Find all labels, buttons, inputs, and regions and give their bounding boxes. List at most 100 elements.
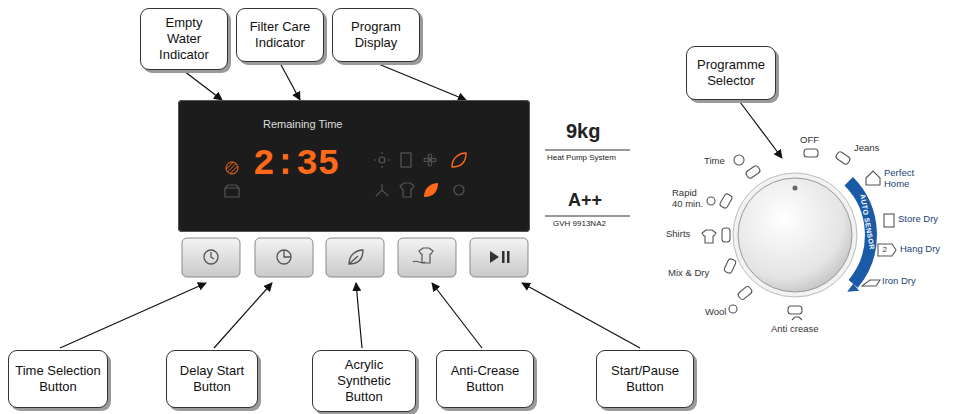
callout-label: Program Display [339, 19, 413, 51]
leaf-symbol [349, 250, 363, 264]
sensor-icon [454, 185, 464, 195]
delay-hands [284, 250, 291, 257]
arc-tip [847, 284, 859, 292]
programme-dial [733, 173, 871, 297]
callout-box: Programme Selector [686, 46, 776, 100]
off-icon [804, 149, 818, 157]
leader-lines [60, 102, 782, 348]
rapid-clock [707, 197, 715, 205]
dial-knob [738, 178, 852, 292]
callout-box: Start/Pause Button [596, 350, 694, 408]
pause-bar [502, 251, 505, 263]
text-label: 2 [883, 245, 887, 254]
time-icon [745, 165, 761, 180]
home-icon [866, 171, 880, 185]
text-label: Anti crease [771, 324, 819, 335]
callout-label: Time Selection Button [15, 363, 101, 395]
shirts-icon [722, 228, 730, 242]
text-label: Heat Pump System [547, 153, 616, 162]
callout-box: Anti-Crease Button [436, 350, 534, 408]
callout-box: Time Selection Button [8, 350, 108, 408]
separator-line [545, 150, 630, 151]
callout-label: Start/Pause Button [603, 363, 687, 395]
leaf-outline-icon [452, 153, 466, 167]
callout-label: Programme Selector [693, 57, 769, 89]
dial-ring [733, 173, 857, 297]
anticrease-shirt [792, 317, 802, 320]
callout-label: Acrylic Synthetic Button [319, 357, 409, 405]
leader-line [60, 283, 206, 348]
hang-icon [878, 244, 896, 256]
callout-label: Empty Water Indicator [147, 15, 221, 63]
button-row [182, 238, 528, 277]
callout-label: Anti-Crease Button [443, 363, 527, 395]
fan-icon [424, 154, 436, 166]
empty-water-icon [226, 162, 238, 174]
text-label: Jeans [854, 143, 879, 154]
text-label: Mix & Dry [668, 268, 709, 279]
text-label: Perfect Home [884, 168, 932, 190]
connector-arrow [184, 71, 222, 100]
program-display: Remaining Time 2:35 [178, 100, 530, 232]
wool-icon [737, 285, 753, 300]
acrylic-button [326, 238, 384, 277]
callout-label: Filter Care Indicator [243, 19, 317, 51]
callout-box: Filter Care Indicator [236, 8, 324, 62]
text-label: Iron Dry [882, 276, 916, 287]
leaf-icon [424, 183, 438, 197]
time-clock [734, 155, 744, 165]
callout-box: Delay Start Button [166, 350, 258, 408]
anticrease-symbol [413, 248, 433, 263]
text-label: Hang Dry [900, 244, 940, 255]
anticrease-icon [788, 306, 802, 314]
display-text: 2:35 [253, 147, 339, 183]
filter-icon [225, 185, 239, 197]
text-label: OFF [800, 135, 819, 146]
connector-arrow [376, 63, 466, 100]
wool-ball [729, 305, 737, 313]
mixdry-icon [723, 258, 736, 274]
text-label: Time [704, 156, 725, 167]
iron-icon [862, 280, 880, 286]
callout-label: Delay Start Button [173, 363, 251, 395]
leader-line [740, 102, 782, 158]
text-label: Shirts [666, 229, 690, 240]
callout-box: Program Display [332, 8, 420, 62]
clock-symbol [204, 250, 218, 264]
text-label: Wool [705, 307, 726, 318]
shirt-symbol [702, 230, 716, 243]
callout-box: Empty Water Indicator [140, 8, 228, 70]
text-label: Store Dry [898, 214, 938, 225]
cupboard-icon [401, 153, 411, 167]
sun-icon [379, 157, 385, 163]
callout-box: Acrylic Synthetic Button [312, 350, 416, 412]
text-label: Rapid 40 min. [672, 188, 706, 210]
anticrease-button [398, 238, 456, 277]
shirt-icon [400, 183, 414, 197]
leader-line [356, 283, 362, 348]
delay-symbol [277, 250, 291, 264]
startpause-button [470, 238, 528, 277]
time-button [182, 238, 240, 277]
display-panel [178, 100, 530, 232]
leader-line [214, 283, 272, 348]
separator-line [545, 216, 630, 217]
text-label: A++ [568, 190, 602, 211]
jeans-icon [835, 151, 851, 166]
leader-line [432, 283, 482, 348]
leader-line [522, 283, 640, 348]
dial-icons [702, 149, 896, 320]
sun-rays [374, 152, 390, 168]
pause-bar [507, 251, 510, 263]
dial-pointer [793, 186, 798, 191]
hanger-icon [376, 184, 388, 196]
clock-hands [211, 252, 214, 259]
connector-arrow [280, 63, 300, 100]
rapid-icon [719, 193, 733, 209]
text-label: GVH 9913NA2 [553, 219, 606, 228]
delay-button [255, 238, 313, 277]
play-symbol [490, 251, 499, 263]
text-label: 9kg [566, 120, 600, 143]
display-text: Remaining Time [263, 119, 342, 130]
